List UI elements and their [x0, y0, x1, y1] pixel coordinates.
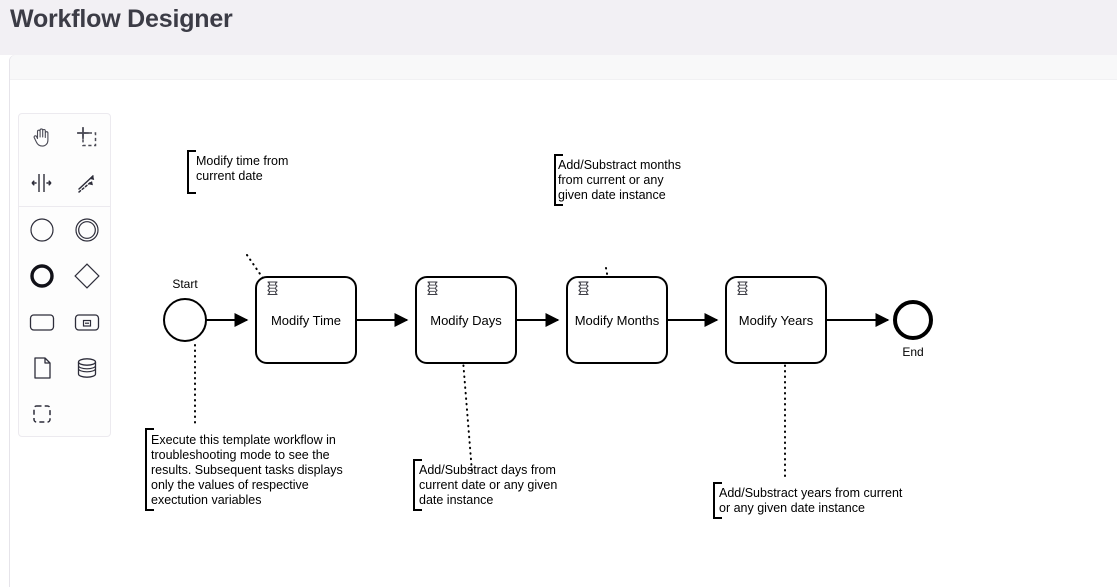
palette-group-tools — [19, 114, 110, 206]
annotation-text: Add/Substract years from current or any … — [719, 486, 906, 515]
data-store-icon[interactable] — [65, 345, 111, 391]
event-end-label: End — [902, 345, 923, 359]
task-modify-days[interactable]: Modify Days — [415, 276, 517, 364]
task-modify-months-label: Modify Months — [575, 313, 660, 328]
palette-row — [19, 160, 110, 206]
palette-row — [19, 114, 110, 160]
annotation-text: Add/Substract months from current or any… — [558, 158, 684, 202]
palette-empty-cell — [65, 391, 111, 437]
designer-toolbar-strip — [10, 55, 1117, 80]
task-modify-years[interactable]: Modify Years — [725, 276, 827, 364]
annotation-text: Modify time from current date — [196, 154, 292, 183]
bpmn-palette[interactable] — [18, 113, 111, 437]
bpmn-diagram[interactable]: Start Modify Time — [10, 80, 1117, 587]
exclusive-gateway-icon[interactable] — [65, 253, 111, 299]
task-modify-months[interactable]: Modify Months — [566, 276, 668, 364]
end-event-icon[interactable] — [19, 253, 65, 299]
task-icon[interactable] — [19, 299, 65, 345]
assoc-annot-days-to-task[interactable] — [462, 359, 473, 473]
annotation-modify-months[interactable]: Add/Substract months from current or any… — [554, 154, 684, 206]
event-start[interactable]: Start — [163, 277, 207, 342]
start-event-icon[interactable] — [19, 207, 65, 253]
palette-row — [19, 207, 110, 253]
task-modify-time[interactable]: Modify Time — [255, 276, 357, 364]
hand-tool-icon[interactable] — [19, 114, 65, 160]
script-task-icon — [737, 281, 748, 296]
annotation-text: Execute this template workflow in troubl… — [151, 433, 346, 507]
intermediate-event-icon[interactable] — [65, 207, 111, 253]
subprocess-collapsed-icon[interactable] — [65, 299, 111, 345]
bpmn-canvas[interactable]: Start Modify Time — [10, 80, 1117, 587]
palette-row — [19, 253, 110, 299]
event-end[interactable]: End — [893, 300, 933, 359]
participant-icon[interactable] — [19, 391, 65, 437]
lasso-tool-icon[interactable] — [65, 114, 111, 160]
palette-row — [19, 391, 110, 437]
annotation-text: Add/Substract days from current date or … — [419, 463, 561, 507]
workflow-designer-panel: Start Modify Time — [10, 55, 1117, 587]
page-title: Workflow Designer — [10, 5, 233, 33]
annotation-start[interactable]: Execute this template workflow in troubl… — [145, 428, 346, 511]
event-start-label: Start — [172, 277, 198, 291]
global-connect-tool-icon[interactable] — [65, 160, 111, 206]
annotation-modify-years[interactable]: Add/Substract years from current or any … — [713, 482, 906, 519]
data-object-icon[interactable] — [19, 345, 65, 391]
space-tool-icon[interactable] — [19, 160, 65, 206]
palette-row — [19, 299, 110, 345]
annotation-modify-time[interactable]: Modify time from current date — [187, 150, 292, 194]
task-modify-years-label: Modify Years — [739, 313, 814, 328]
palette-group-elements — [19, 206, 110, 437]
annotation-modify-days[interactable]: Add/Substract days from current date or … — [413, 459, 561, 511]
script-task-icon — [578, 281, 589, 296]
script-task-icon — [267, 281, 278, 296]
palette-row — [19, 345, 110, 391]
script-task-icon — [427, 281, 438, 296]
task-modify-time-label: Modify Time — [271, 313, 341, 328]
app-header: Workflow Designer — [0, 0, 1117, 55]
task-modify-days-label: Modify Days — [430, 313, 502, 328]
